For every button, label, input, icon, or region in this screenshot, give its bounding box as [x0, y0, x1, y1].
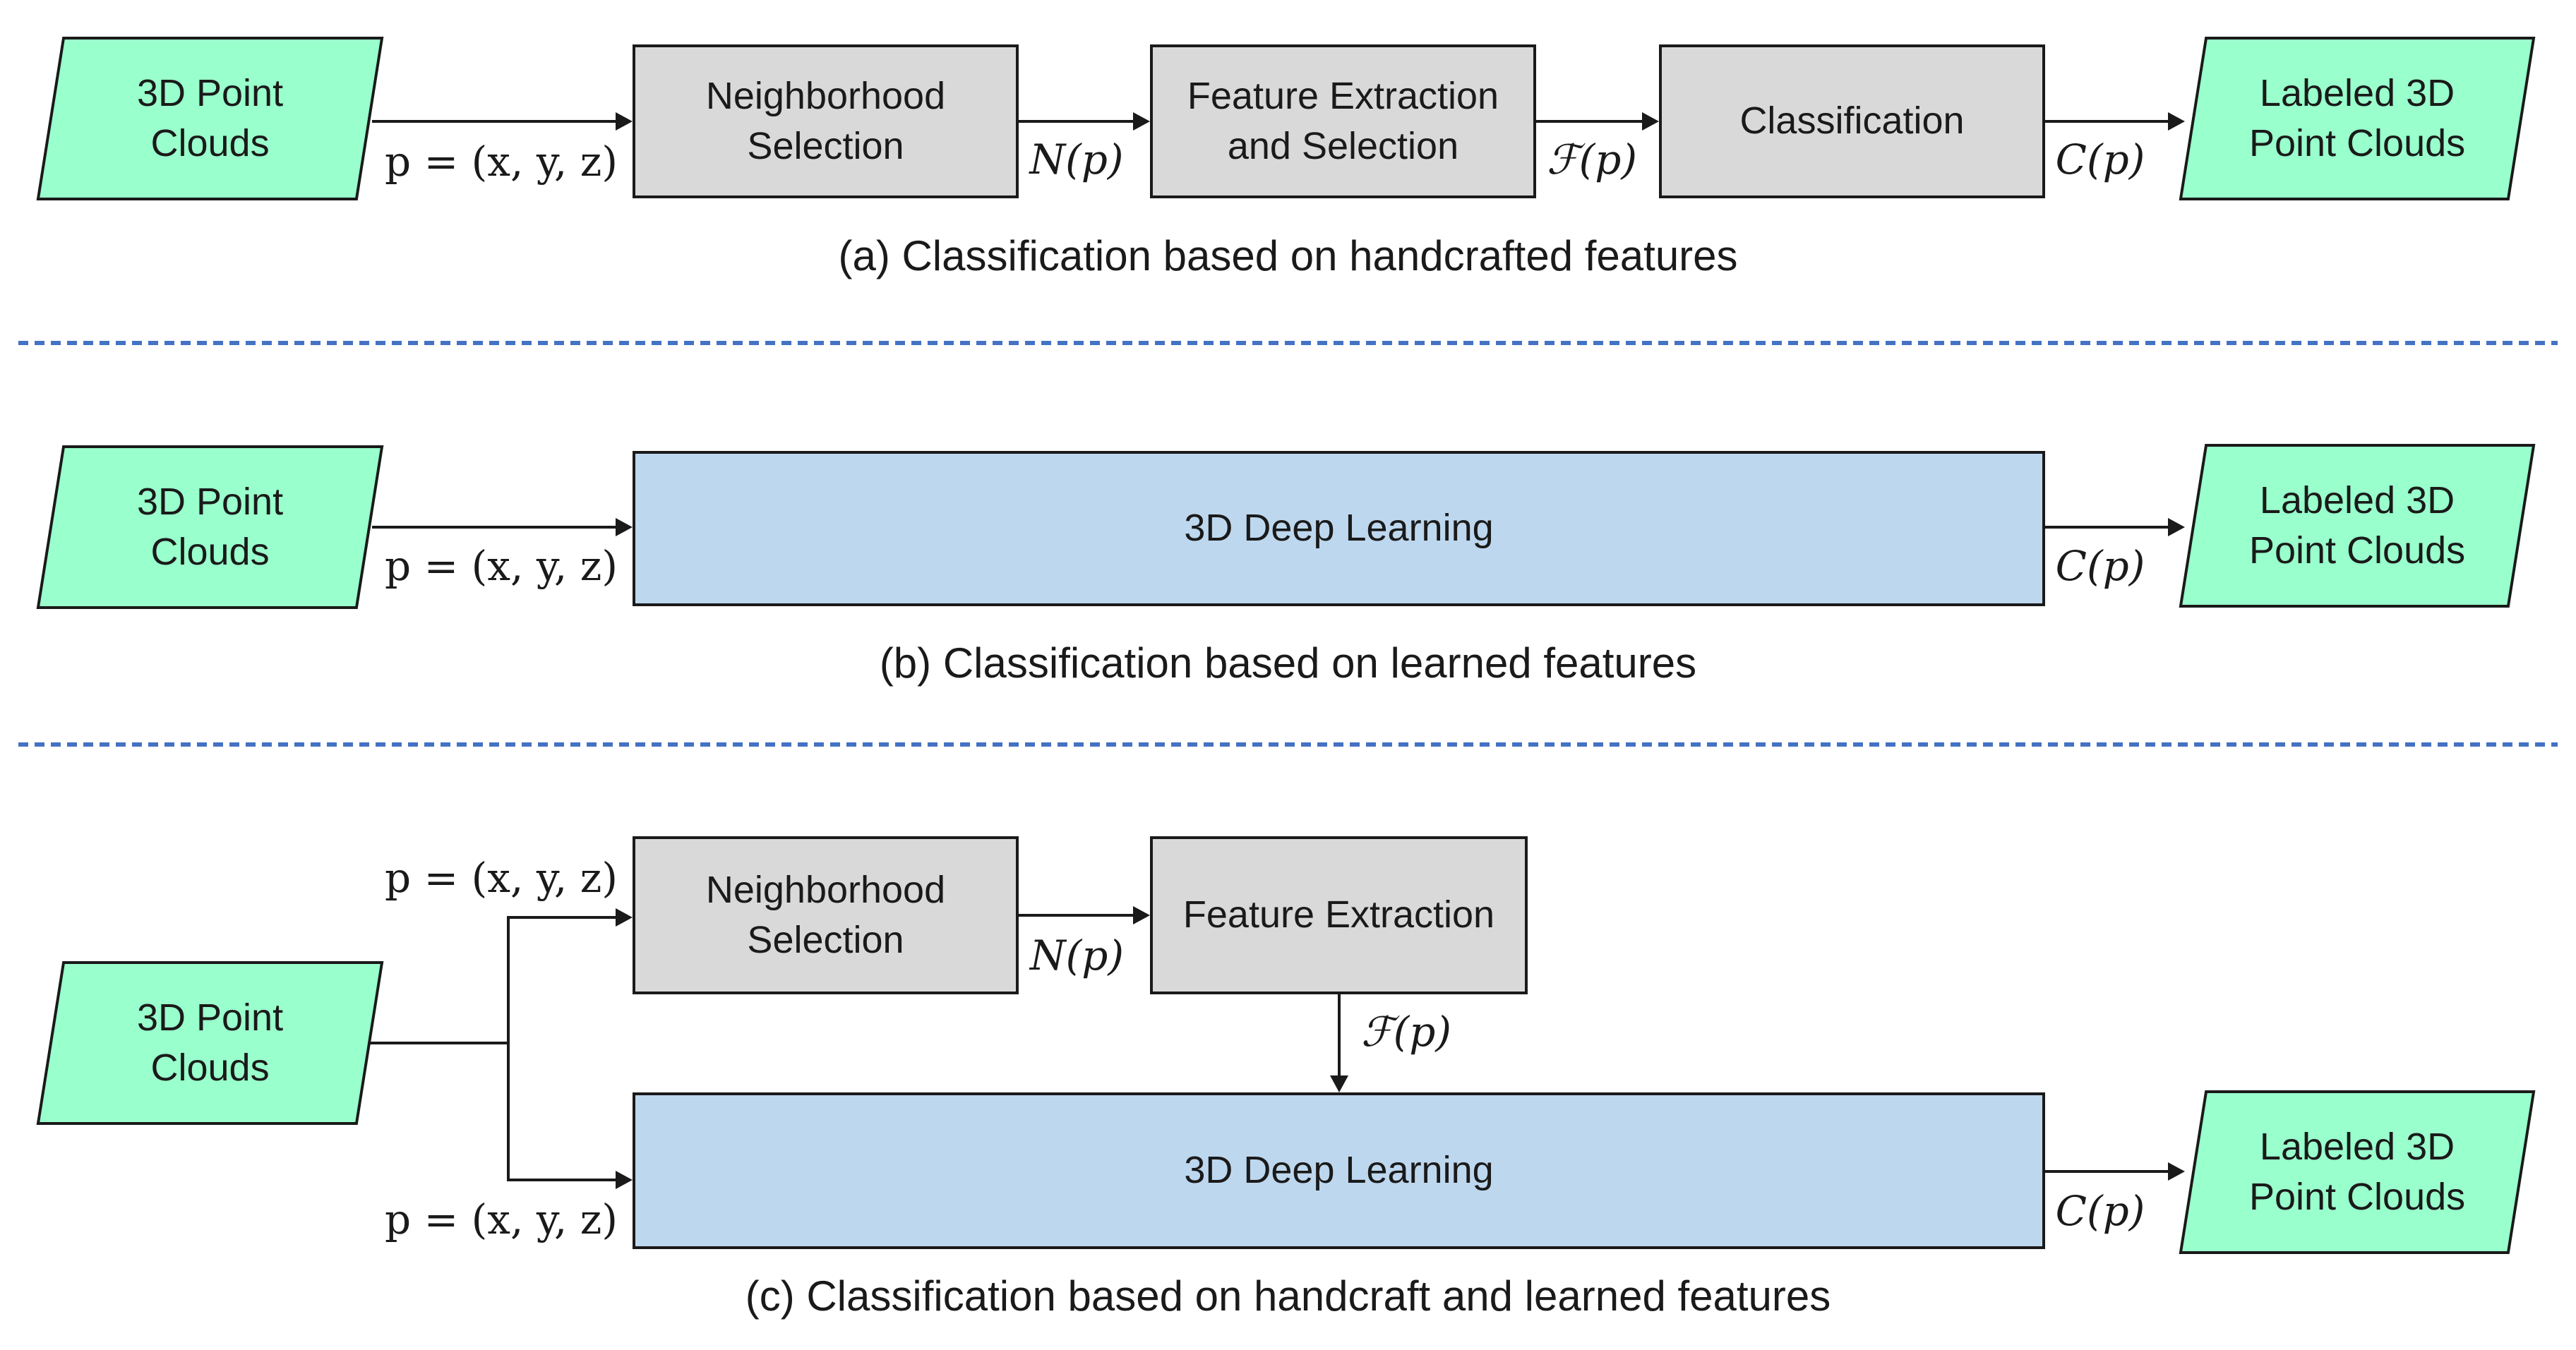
- arrow-a-feature-to-classification: [1536, 112, 1659, 131]
- arrow-c-branch-to-deep-learning: [507, 1171, 633, 1189]
- branch-connector-horizontal: [369, 1042, 510, 1044]
- arrow-label-np-c: N(p): [1029, 932, 1125, 980]
- arrow-a-neighborhood-to-feature: [1019, 112, 1150, 131]
- arrowhead-right-icon: [2168, 518, 2185, 536]
- arrow-label-p-xyz-c-bottom: p = (x, y, z): [385, 1195, 618, 1243]
- arrowhead-right-icon: [2168, 112, 2185, 131]
- caption-b: (b) Classification based on learned feat…: [879, 639, 1697, 687]
- arrow-shaft: [507, 1179, 618, 1181]
- input-parallelogram-b: 3D Point Clouds: [36, 445, 384, 609]
- arrow-label-cp-a: C(p): [2055, 135, 2145, 183]
- arrow-shaft: [1536, 120, 1645, 123]
- output-parallelogram-b-label: Labeled 3D Point Clouds: [2248, 478, 2466, 572]
- arrow-a-input-to-neighborhood: [372, 112, 633, 131]
- arrow-shaft: [372, 526, 618, 529]
- arrow-c-feature-to-deep-learning: [1330, 994, 1348, 1092]
- arrow-b-input-to-deep-learning: [372, 518, 633, 536]
- arrow-label-fp-a: ℱ(p): [1547, 135, 1637, 183]
- process-box-feature-extraction-c: Feature Extraction: [1150, 836, 1528, 994]
- input-parallelogram-c-label: 3D Point Clouds: [136, 996, 284, 1089]
- input-parallelogram-a: 3D Point Clouds: [36, 37, 384, 200]
- output-parallelogram-c: Labeled 3D Point Clouds: [2179, 1090, 2536, 1254]
- arrow-shaft: [1019, 914, 1136, 917]
- arrow-label-cp-b: C(p): [2055, 542, 2145, 590]
- arrowhead-right-icon: [616, 112, 633, 131]
- arrowhead-right-icon: [1133, 112, 1150, 131]
- arrow-shaft: [372, 120, 618, 123]
- arrow-label-fp-c: ℱ(p): [1361, 1008, 1451, 1056]
- arrow-c-deep-learning-to-output: [2045, 1162, 2185, 1181]
- branch-connector-vertical: [507, 916, 510, 1181]
- section-divider-2: [18, 742, 2558, 747]
- arrow-shaft: [2045, 1170, 2171, 1173]
- arrow-shaft: [2045, 526, 2171, 529]
- arrow-label-p-xyz-b: p = (x, y, z): [385, 542, 618, 590]
- deep-learning-box-c: 3D Deep Learning: [633, 1092, 2045, 1249]
- arrowhead-right-icon: [616, 518, 633, 536]
- output-parallelogram-c-label: Labeled 3D Point Clouds: [2248, 1125, 2466, 1218]
- process-box-neighborhood-selection-c: Neighborhood Selection: [633, 836, 1019, 994]
- process-box-classification-a: Classification: [1659, 44, 2045, 198]
- arrow-a-classification-to-output: [2045, 112, 2185, 131]
- arrow-shaft: [1338, 994, 1341, 1078]
- process-box-neighborhood-selection-a: Neighborhood Selection: [633, 44, 1019, 198]
- section-divider-1: [18, 341, 2558, 345]
- deep-learning-box-b: 3D Deep Learning: [633, 451, 2045, 606]
- process-box-feature-extraction-selection-a: Feature Extraction and Selection: [1150, 44, 1536, 198]
- arrowhead-down-icon: [1330, 1075, 1348, 1092]
- output-parallelogram-a: Labeled 3D Point Clouds: [2179, 37, 2536, 200]
- arrow-b-deep-learning-to-output: [2045, 518, 2185, 536]
- arrowhead-right-icon: [1642, 112, 1659, 131]
- output-parallelogram-a-label: Labeled 3D Point Clouds: [2248, 71, 2466, 164]
- arrow-shaft: [507, 916, 618, 919]
- arrow-label-np-a: N(p): [1029, 135, 1124, 183]
- input-parallelogram-c: 3D Point Clouds: [36, 961, 384, 1125]
- output-parallelogram-b: Labeled 3D Point Clouds: [2179, 444, 2536, 608]
- arrowhead-right-icon: [616, 1171, 633, 1189]
- arrowhead-right-icon: [616, 908, 633, 927]
- arrow-c-neighborhood-to-feature: [1019, 906, 1150, 924]
- arrow-label-cp-c: C(p): [2055, 1187, 2145, 1235]
- arrowhead-right-icon: [2168, 1162, 2185, 1181]
- input-parallelogram-b-label: 3D Point Clouds: [136, 480, 284, 573]
- caption-a: (a) Classification based on handcrafted …: [838, 232, 1738, 279]
- arrow-shaft: [1019, 120, 1136, 123]
- arrow-label-p-xyz-a: p = (x, y, z): [385, 138, 618, 186]
- arrow-shaft: [2045, 120, 2171, 123]
- arrow-c-branch-to-neighborhood: [507, 908, 633, 927]
- input-parallelogram-a-label: 3D Point Clouds: [136, 71, 284, 164]
- arrow-label-p-xyz-c-top: p = (x, y, z): [385, 854, 618, 902]
- arrowhead-right-icon: [1133, 906, 1150, 924]
- caption-c: (c) Classification based on handcraft an…: [745, 1272, 1831, 1320]
